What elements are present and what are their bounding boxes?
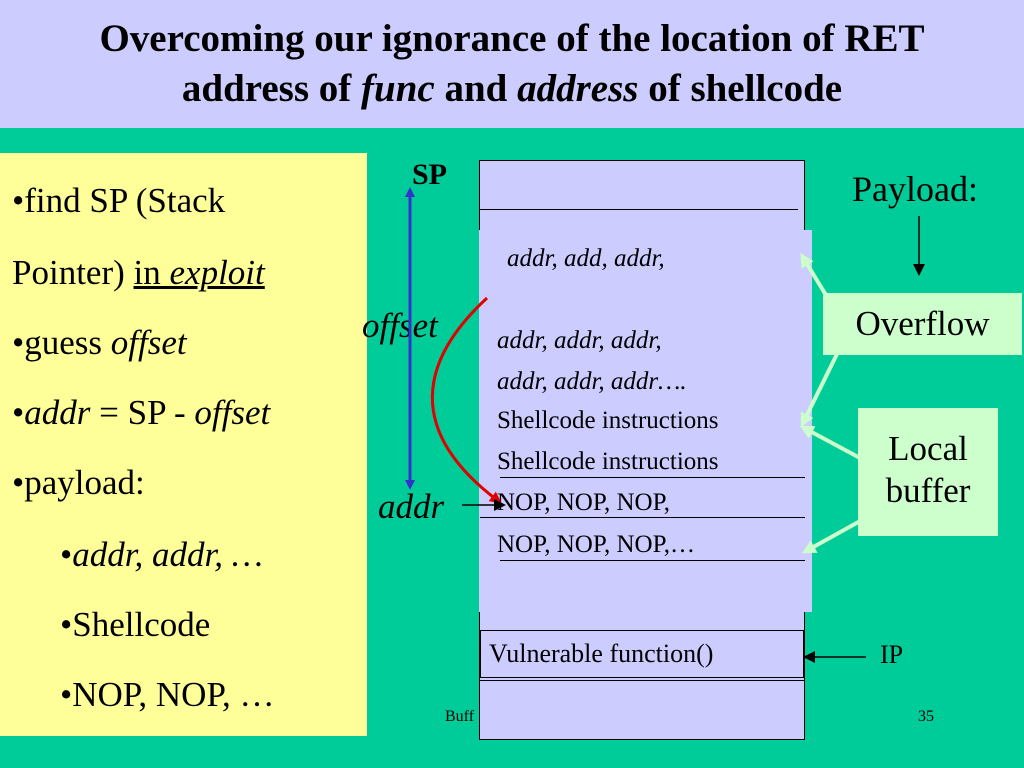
bullet-find-sp: •find SP (Stack: [12, 181, 225, 221]
local-buffer-arrow-bottom: [801, 518, 863, 554]
bullet-guess-offset: •guess offset: [12, 323, 187, 363]
bullet-payload: •payload:: [12, 463, 145, 503]
title-address: address: [517, 67, 639, 110]
title-text: and: [434, 67, 518, 110]
payload-line: Shellcode instructions: [497, 407, 719, 434]
local-buffer-arrow-top: [799, 425, 861, 460]
bullet-text: Pointer): [12, 253, 134, 292]
bullet-offset: offset: [194, 393, 271, 432]
title-text: of shellcode: [638, 67, 843, 110]
title-line-2: address of func and address of shellcode: [182, 64, 842, 114]
bullet-addr-formula: •addr = SP - offset: [12, 393, 270, 433]
stack-divider: [500, 477, 805, 478]
overflow-label: Overflow: [855, 304, 990, 343]
ip-label: IP: [880, 640, 904, 669]
payload-line: addr, addr, addr,: [497, 327, 662, 354]
title-line-1: Overcoming our ignorance of the location…: [99, 17, 925, 60]
slide-title: Overcoming our ignorance of the location…: [0, 0, 1024, 128]
bullet-dot: •: [12, 393, 25, 432]
title-text: address of: [181, 67, 362, 110]
payload-line: addr, add, addr,: [507, 245, 665, 272]
stack-divider: [480, 517, 805, 518]
sub-bullet-text: addr, addr, …: [72, 535, 263, 574]
slide-number: 35: [918, 708, 934, 725]
addr-label: addr: [378, 487, 445, 526]
overflow-callout: Overflow: [823, 293, 1022, 355]
sub-bullet-text: •NOP, NOP, …: [60, 675, 275, 714]
stack-divider: [500, 560, 805, 561]
payload-line: NOP, NOP, NOP,…: [497, 531, 695, 558]
stack-divider: [480, 680, 805, 681]
local-buffer-label: Local: [888, 429, 968, 468]
sub-bullet-nop: •NOP, NOP, …: [60, 675, 275, 715]
bullet-text: = SP -: [90, 393, 195, 432]
stack-divider: [480, 209, 798, 210]
offset-label: offset: [362, 306, 438, 345]
bullet-text: •find SP (Stack: [12, 181, 226, 220]
bullet-dot: •: [60, 535, 73, 574]
payload-line: NOP, NOP, NOP,: [497, 489, 670, 516]
sp-label: SP: [412, 158, 448, 191]
payload-line: addr, addr, addr….: [497, 368, 687, 395]
payload-label: Payload:: [852, 169, 978, 209]
footer-text: Buff: [445, 708, 475, 725]
bullet-exploit: exploit: [169, 253, 265, 292]
bullet-panel: •find SP (Stack Pointer) in exploit •gue…: [0, 153, 367, 736]
bullet-text: •guess: [12, 323, 111, 362]
bullet-addr: addr: [24, 393, 91, 432]
bullet-find-sp-cont: Pointer) in exploit: [12, 253, 265, 293]
local-buffer-callout: Local buffer: [858, 408, 998, 536]
bullet-in: in: [133, 253, 170, 292]
sub-bullet-text: •Shellcode: [60, 605, 211, 644]
vulnerable-function-frame: Vulnerable function(): [480, 630, 804, 678]
title-func: func: [361, 67, 435, 110]
payload-region: [479, 230, 812, 612]
bullet-text: •payload:: [12, 463, 145, 502]
bullet-offset: offset: [110, 323, 187, 362]
sub-bullet-addr: •addr, addr, …: [60, 535, 263, 575]
payload-line: Shellcode instructions: [497, 448, 719, 475]
sub-bullet-shellcode: •Shellcode: [60, 605, 210, 645]
local-buffer-label: buffer: [885, 471, 971, 510]
